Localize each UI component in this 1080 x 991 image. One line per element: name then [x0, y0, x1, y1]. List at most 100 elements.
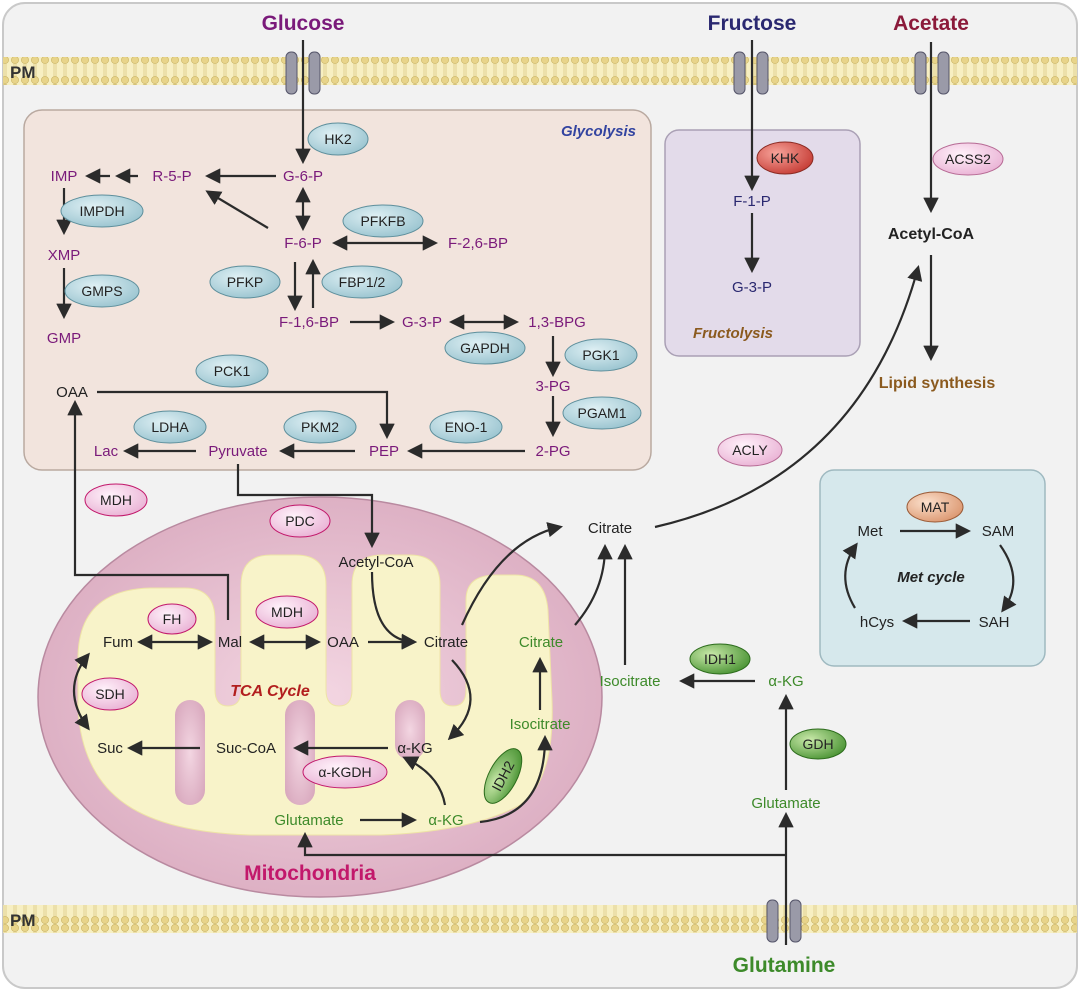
fructolysis-box: [664, 129, 861, 357]
svg-text:IDH1: IDH1: [704, 651, 736, 667]
svg-text:FBP1/2: FBP1/2: [339, 274, 386, 290]
enzyme-pgam1: PGAM1: [562, 396, 642, 430]
svg-text:PKM2: PKM2: [301, 419, 339, 435]
enzyme-impdh: IMPDH: [60, 194, 144, 228]
metabolite-3pg: 3-PG: [535, 378, 570, 395]
metabolite-lac: Lac: [94, 443, 119, 460]
metabolite-akg-cytosol: α-KG: [768, 673, 803, 690]
fructose-transporter: [733, 51, 769, 95]
svg-text:GMPS: GMPS: [81, 283, 122, 299]
glucose-label: Glucose: [262, 12, 345, 35]
enzyme-pfkfb: PFKFB: [342, 204, 424, 238]
enzyme-acly: ACLY: [717, 433, 783, 467]
metabolite-isocitrate-cytosol: Isocitrate: [600, 673, 661, 690]
metabolite-g6p: G-6-P: [283, 168, 323, 185]
enzyme-pgk1: PGK1: [564, 338, 638, 372]
metabolite-acetyl-coa-cytosol: Acetyl-CoA: [888, 226, 975, 243]
svg-text:MDH: MDH: [100, 492, 132, 508]
svg-text:PGAM1: PGAM1: [577, 405, 626, 421]
enzyme-pdc: PDC: [269, 504, 331, 538]
metabolite-akg-mito: α-KG: [397, 740, 432, 757]
enzyme-mdh-cytosol: MDH: [84, 483, 148, 517]
metabolite-g3p: G-3-P: [402, 314, 442, 331]
metabolite-sam: SAM: [982, 523, 1015, 540]
metabolite-pyruvate: Pyruvate: [208, 443, 267, 460]
svg-text:MAT: MAT: [921, 499, 950, 515]
met-cycle-box: [819, 469, 1046, 667]
metabolite-suc-coa: Suc-CoA: [216, 740, 276, 757]
metabolite-imp: IMP: [51, 168, 78, 185]
enzyme-ldha: LDHA: [133, 410, 207, 444]
tca-cycle-title: TCA Cycle: [230, 683, 310, 700]
enzyme-pfkp: PFKP: [209, 265, 281, 299]
met-cycle-title: Met cycle: [897, 569, 965, 586]
svg-text:α-KGDH: α-KGDH: [318, 764, 371, 780]
metabolite-oaa-mito: OAA: [327, 634, 359, 651]
lipid-synthesis-label: Lipid synthesis: [879, 375, 996, 392]
mitochondria-title: Mitochondria: [244, 862, 376, 885]
enzyme-sdh: SDH: [81, 677, 139, 711]
metabolite-acetyl-coa-mito: Acetyl-CoA: [338, 554, 413, 571]
glycolysis-title: Glycolysis: [561, 123, 636, 140]
svg-text:PCK1: PCK1: [214, 363, 251, 379]
enzyme-idh2: IDH2: [483, 748, 523, 804]
enzyme-gmps: GMPS: [64, 274, 140, 308]
enzyme-hk2: HK2: [307, 122, 369, 156]
svg-text:HK2: HK2: [324, 131, 351, 147]
metabolite-akg-green: α-KG: [428, 812, 463, 829]
fructose-label: Fructose: [708, 12, 797, 35]
enzyme-khk: KHK: [756, 141, 814, 175]
metabolite-hcys: hCys: [860, 614, 894, 631]
enzyme-idh1: IDH1: [689, 643, 751, 675]
glutamine-transporter: [766, 899, 802, 943]
svg-text:GAPDH: GAPDH: [460, 340, 510, 356]
svg-text:LDHA: LDHA: [151, 419, 189, 435]
metabolite-fum: Fum: [103, 634, 133, 651]
svg-text:IMPDH: IMPDH: [79, 203, 124, 219]
metabolite-glutamate-mito: Glutamate: [274, 812, 343, 829]
metabolite-13bpg: 1,3-BPG: [528, 314, 586, 331]
enzymes: HK2 IMPDH GMPS PFKFB PFKP FBP1/2 GAPDH P…: [60, 122, 1004, 804]
pm-label-bottom: PM: [10, 911, 36, 930]
plasma-membrane-top: [3, 57, 1077, 85]
glutamine-label: Glutamine: [733, 954, 836, 977]
enzyme-akgdh: α-KGDH: [302, 755, 388, 789]
mito-cristae: [77, 554, 553, 836]
enzyme-mdh-mito: MDH: [255, 595, 319, 629]
metabolite-citrate-cytosol: Citrate: [588, 520, 632, 537]
metabolite-r5p: R-5-P: [152, 168, 191, 185]
metabolites: G-6-P R-5-P IMP XMP GMP F-6-P F-2,6-BP F…: [47, 168, 1014, 829]
enzyme-gdh: GDH: [789, 728, 847, 760]
metabolite-glutamate-cytosol: Glutamate: [751, 795, 820, 812]
enzyme-pkm2: PKM2: [283, 410, 357, 444]
fructolysis-title: Fructolysis: [693, 325, 773, 342]
enzyme-pck1: PCK1: [195, 354, 269, 388]
svg-text:GDH: GDH: [802, 736, 833, 752]
metabolite-citrate-green: Citrate: [519, 634, 563, 651]
metabolite-gmp: GMP: [47, 330, 81, 347]
metabolite-2pg: 2-PG: [535, 443, 570, 460]
metabolite-xmp: XMP: [48, 247, 81, 264]
enzyme-eno1: ENO-1: [429, 410, 503, 444]
enzyme-mat: MAT: [906, 491, 964, 523]
metabolite-f16bp: F-1,6-BP: [279, 314, 339, 331]
svg-text:PFKP: PFKP: [227, 274, 264, 290]
metabolite-mal: Mal: [218, 634, 242, 651]
svg-text:ENO-1: ENO-1: [445, 419, 488, 435]
svg-text:SDH: SDH: [95, 686, 125, 702]
metabolite-sah: SAH: [979, 614, 1010, 631]
metabolite-met: Met: [857, 523, 883, 540]
enzyme-fbp: FBP1/2: [321, 265, 403, 299]
metabolite-f6p: F-6-P: [284, 235, 322, 252]
metabolite-f1p: F-1-P: [733, 193, 771, 210]
svg-text:PGK1: PGK1: [582, 347, 620, 363]
svg-text:FH: FH: [163, 611, 182, 627]
svg-text:MDH: MDH: [271, 604, 303, 620]
enzyme-acss2: ACSS2: [932, 142, 1004, 176]
metabolite-g3p-fructolysis: G-3-P: [732, 279, 772, 296]
glucose-transporter: [285, 51, 321, 95]
svg-text:PDC: PDC: [285, 513, 315, 529]
enzyme-fh: FH: [147, 603, 197, 635]
svg-text:ACSS2: ACSS2: [945, 151, 991, 167]
